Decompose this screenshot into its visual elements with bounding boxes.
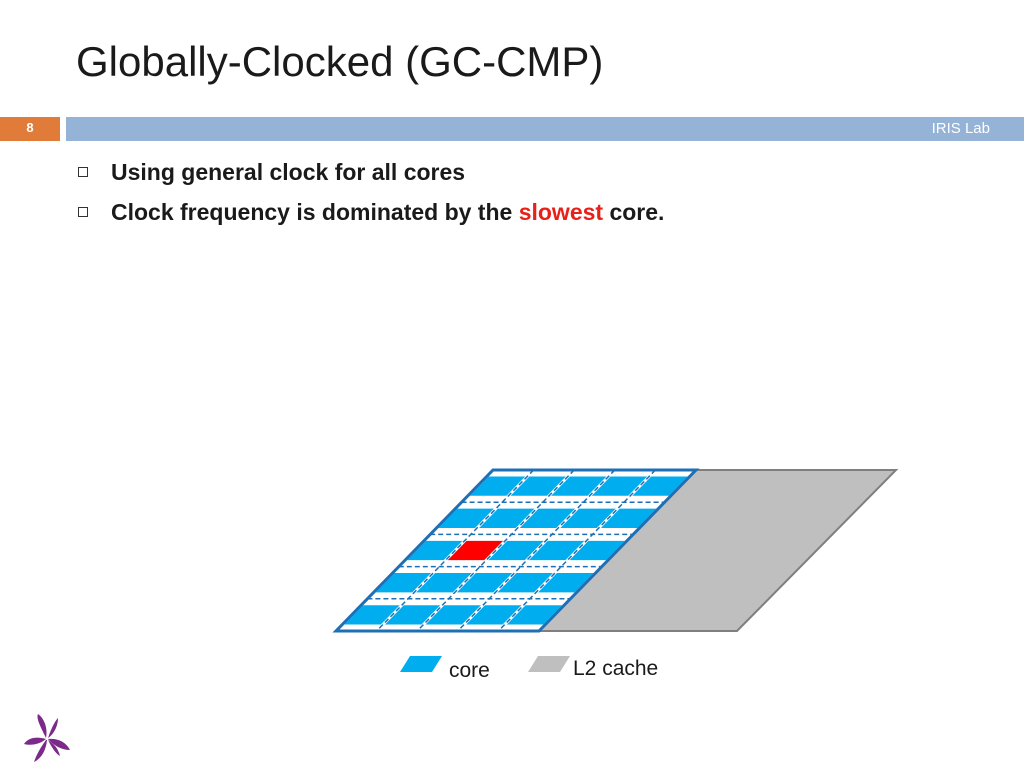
core <box>632 476 688 496</box>
column-separator <box>376 469 535 632</box>
iris-petal <box>48 718 58 738</box>
column-separator <box>497 469 656 632</box>
column-separator <box>416 469 575 632</box>
iris-flower-icon <box>24 714 70 762</box>
core <box>479 508 535 528</box>
iris-petal <box>24 737 46 745</box>
bullet-item: Using general clock for all cores <box>76 152 664 192</box>
core <box>375 573 432 593</box>
header-bar: IRIS Lab <box>66 117 1024 141</box>
core <box>384 605 441 625</box>
iris-petal <box>34 740 47 762</box>
l2-cache-legend-label: L2 cache <box>573 657 658 680</box>
core <box>560 508 616 528</box>
bullet-text: Using general clock for all cores <box>111 158 466 185</box>
bullet-square-icon <box>78 167 88 177</box>
core <box>425 605 481 625</box>
core-legend-label: core <box>449 659 490 682</box>
core <box>438 508 494 528</box>
diagram-legend: core L2 cache <box>400 656 658 682</box>
iris-petal <box>48 740 60 756</box>
core <box>538 573 594 593</box>
bullet-text: Clock frequency is dominated by the slow… <box>111 198 665 225</box>
bullet-list: Using general clock for all cores Clock … <box>76 152 664 232</box>
core <box>456 573 513 593</box>
core <box>528 540 585 561</box>
slide-number: 8 <box>26 120 34 135</box>
core <box>344 605 400 625</box>
core-grid-outline <box>332 468 700 633</box>
core <box>407 540 463 561</box>
core <box>469 476 526 496</box>
chip-floorplan <box>332 468 899 633</box>
slowest-core <box>447 540 504 561</box>
column-separator <box>457 469 616 632</box>
iris-petal <box>37 714 47 738</box>
core <box>510 476 566 496</box>
core <box>506 605 563 625</box>
slide-number-badge: 8 <box>0 117 60 141</box>
highlight-word: slowest <box>518 198 604 225</box>
core <box>551 476 607 496</box>
core <box>569 540 625 561</box>
core <box>466 605 522 625</box>
core <box>600 508 657 528</box>
slide-title: Globally-Clocked (GC-CMP) <box>76 38 604 85</box>
l2-cache-legend-swatch <box>528 656 570 672</box>
core <box>488 540 544 561</box>
core-legend-swatch <box>400 656 442 672</box>
iris-petal <box>48 738 70 750</box>
core <box>519 508 576 528</box>
bullet-square-icon <box>78 207 88 217</box>
lab-name: IRIS Lab <box>931 120 990 137</box>
bullet-item: Clock frequency is dominated by the slow… <box>76 192 664 232</box>
core <box>591 476 648 496</box>
core <box>416 573 472 593</box>
core <box>497 573 553 593</box>
